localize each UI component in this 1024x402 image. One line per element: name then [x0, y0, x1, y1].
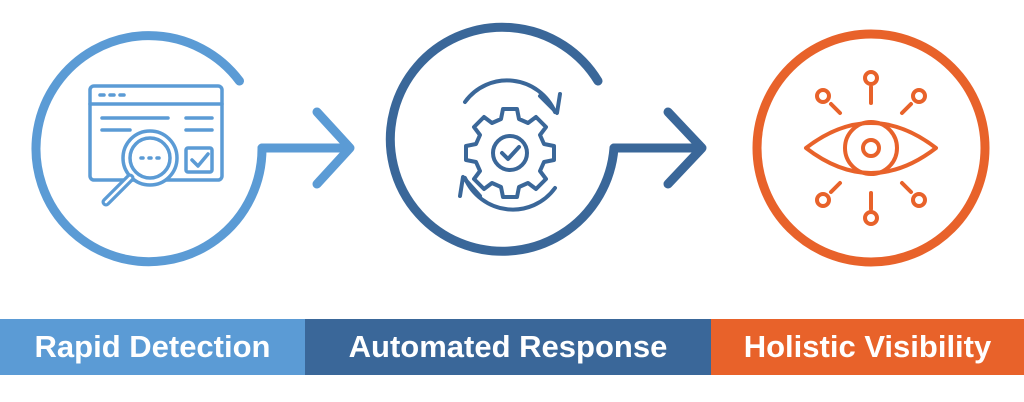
- label-bands: Rapid Detection Automated Response Holis…: [0, 319, 1024, 375]
- full-circle-orange: [752, 29, 990, 267]
- step-automated-response-graphic: [385, 22, 707, 256]
- step-rapid-detection-graphic: [31, 31, 355, 267]
- gear-with-checkmark-and-refresh-arrows-icon: [458, 78, 562, 212]
- label-holistic-visibility: Holistic Visibility: [711, 319, 1024, 375]
- check-circle: [491, 134, 529, 172]
- checkmark-icon: [500, 145, 521, 161]
- open-circle-light-blue: [31, 31, 267, 267]
- step-holistic-visibility-graphic: [752, 29, 990, 267]
- label-automated-response: Automated Response: [305, 319, 711, 375]
- right-arrow-icon: [257, 107, 355, 189]
- gear-shape: [464, 107, 556, 199]
- eye-with-radiating-nodes-icon: [804, 70, 938, 226]
- label-rapid-detection: Rapid Detection: [0, 319, 305, 375]
- right-arrow-icon: [609, 107, 707, 189]
- open-circle-dark-blue: [385, 22, 619, 256]
- magnifier-on-webpage-icon: [88, 84, 224, 207]
